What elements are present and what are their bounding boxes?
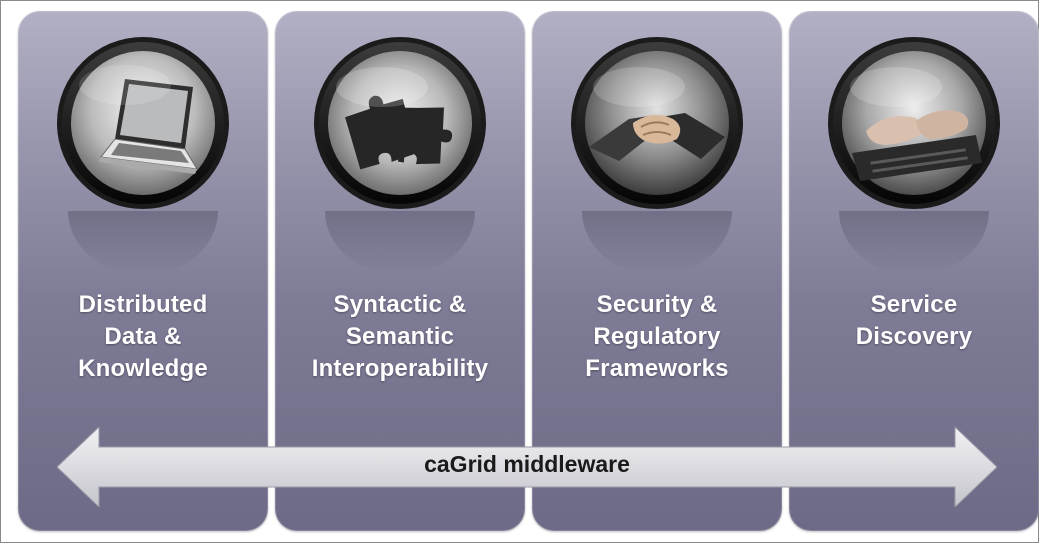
label-line: Semantic (345, 323, 455, 350)
label-line: Syntactic & (333, 291, 467, 318)
label-line: Data & (104, 323, 182, 350)
middleware-arrow: caGrid middleware (56, 425, 998, 509)
panel-security: Security & Regulatory Frameworks (532, 11, 782, 531)
label-line: Knowledge (78, 355, 208, 382)
label-line: Service (870, 291, 958, 318)
label-line: Regulatory (593, 323, 721, 350)
icon-reflection (839, 211, 989, 275)
label-line: Distributed (78, 291, 208, 318)
handshake-icon (569, 35, 745, 211)
puzzle-pieces-icon (312, 35, 488, 211)
icon-reflection (582, 211, 732, 275)
icon-reflection (68, 211, 218, 275)
panel-label: Service Discovery (789, 289, 1039, 353)
typing-hands-icon (826, 35, 1002, 211)
panel-interoperability: Syntactic & Semantic Interoperability (275, 11, 525, 531)
label-line: Frameworks (585, 355, 729, 382)
middleware-label: caGrid middleware (424, 451, 630, 477)
panel-label: Security & Regulatory Frameworks (532, 289, 782, 385)
icon-reflection (325, 211, 475, 275)
label-line: Security & (596, 291, 718, 318)
panel-distributed-data: Distributed Data & Knowledge (18, 11, 268, 531)
label-line: Discovery (855, 323, 973, 350)
panel-label: Distributed Data & Knowledge (18, 289, 268, 385)
laptop-icon (55, 35, 231, 211)
panel-service-discovery: Service Discovery (789, 11, 1039, 531)
label-line: Interoperability (311, 355, 489, 382)
panel-label: Syntactic & Semantic Interoperability (275, 289, 525, 385)
